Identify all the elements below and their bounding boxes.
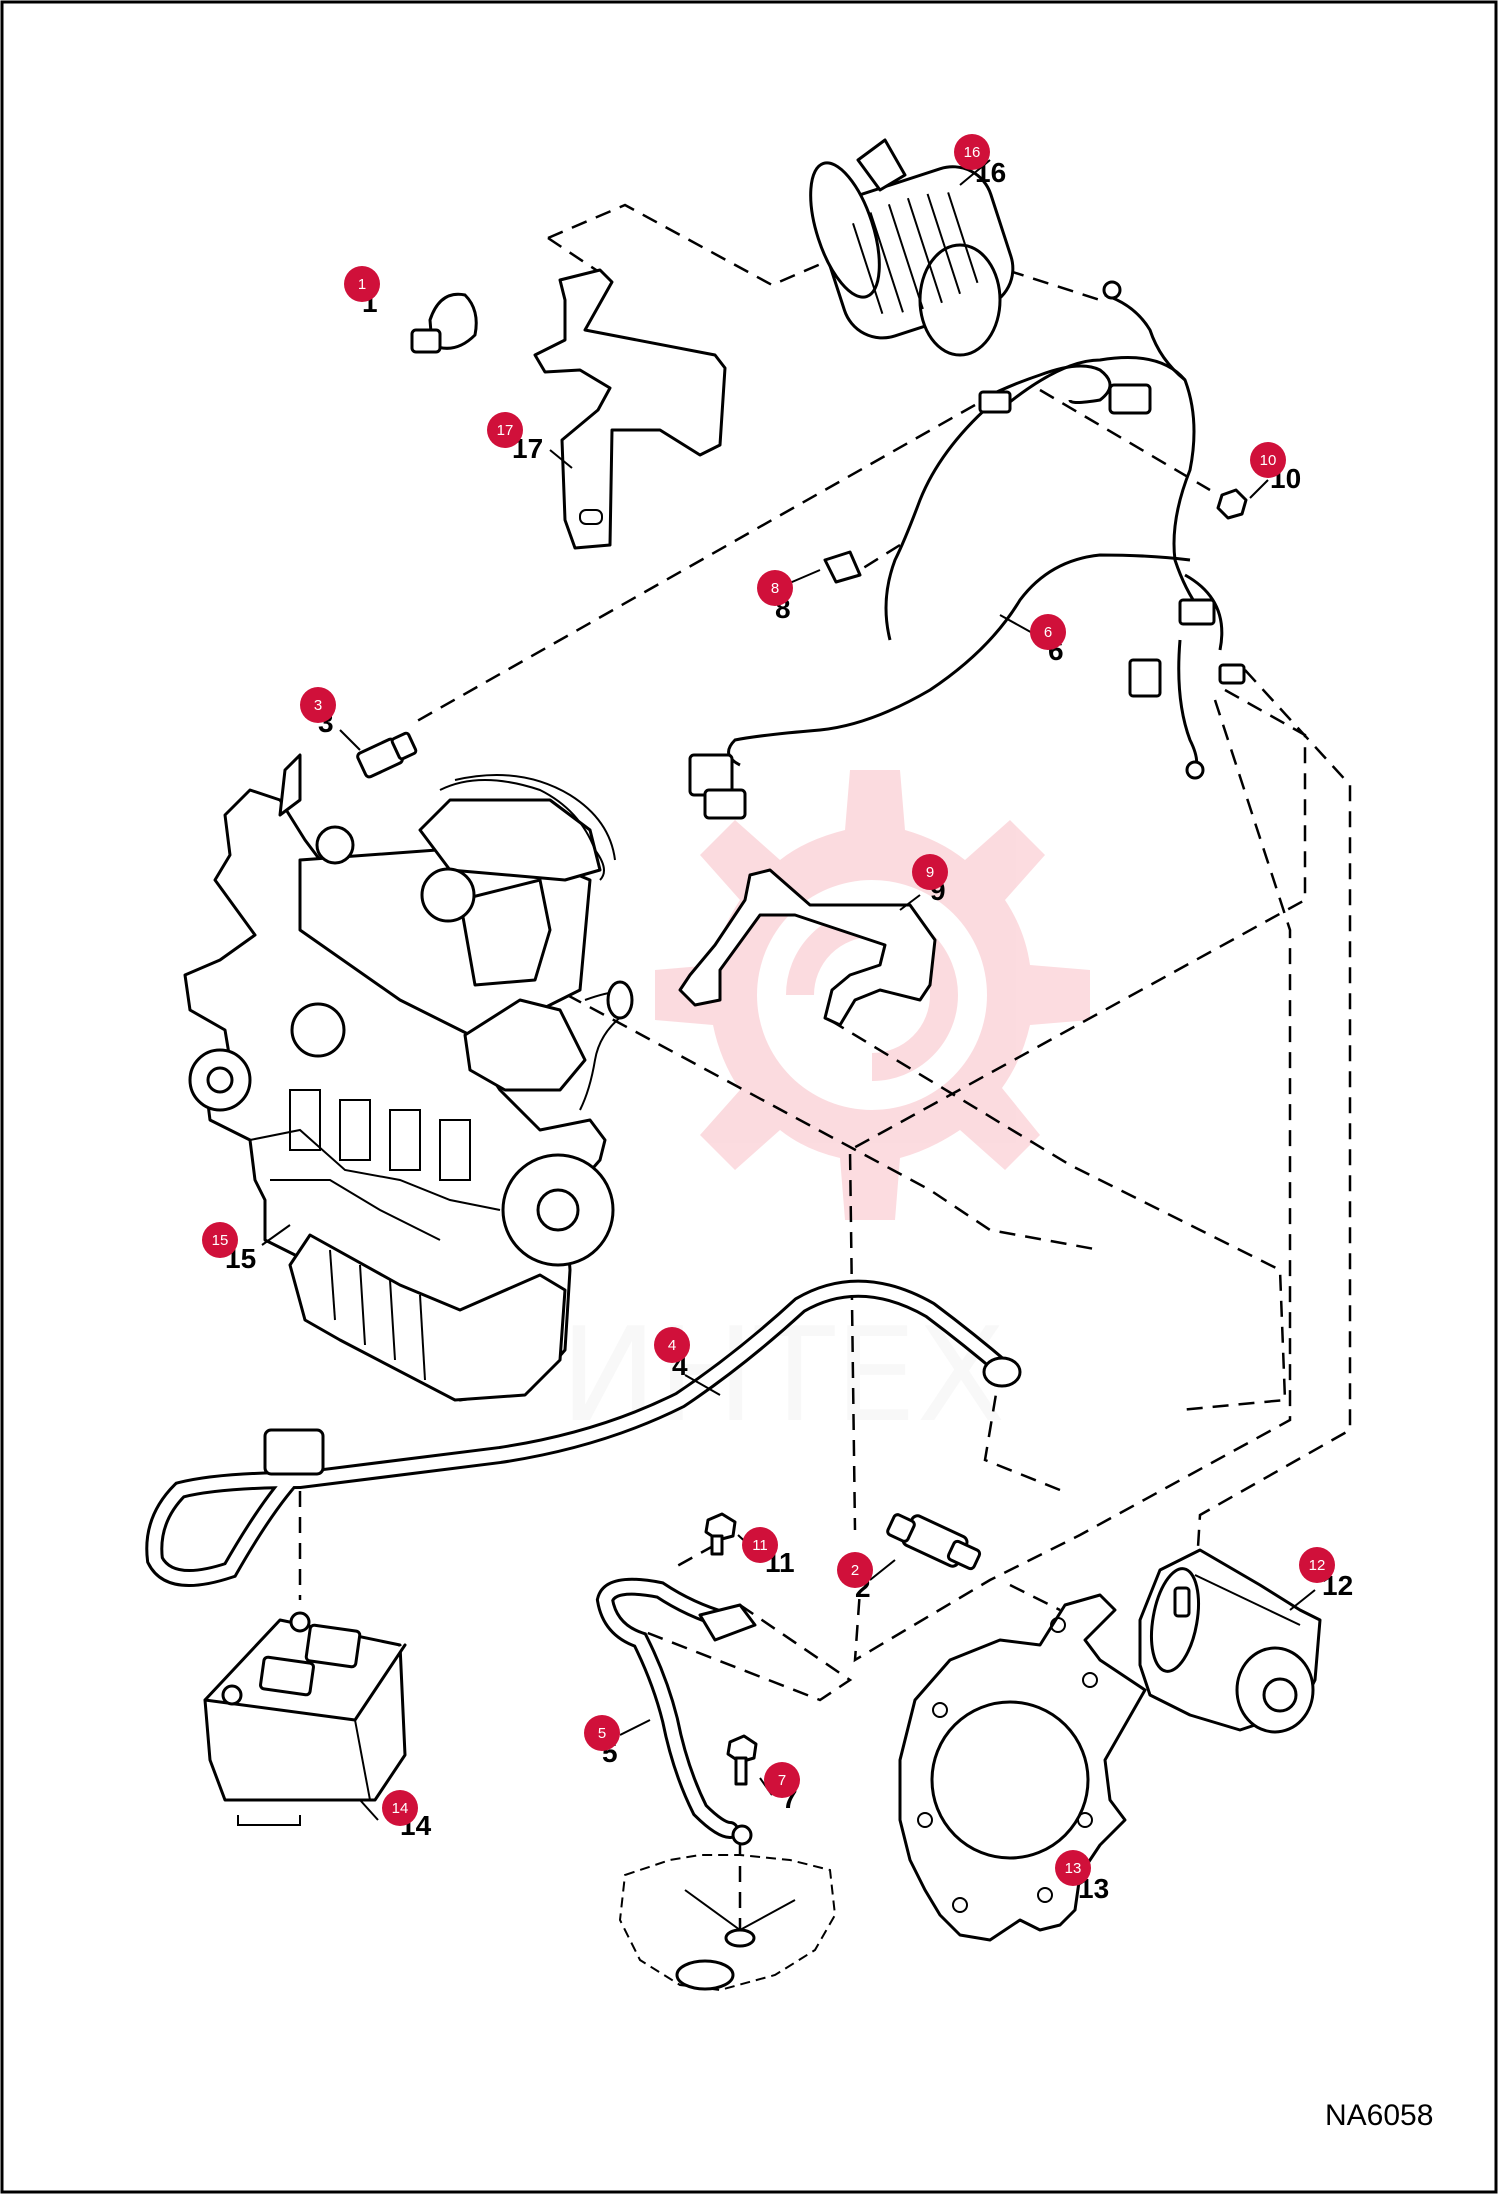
callout-badge: 11 (742, 1527, 778, 1563)
harness-connector (1108, 383, 1152, 415)
ring-terminal (1185, 760, 1205, 780)
callout-badge: 6 (1030, 614, 1066, 650)
callout-1: 1 1 (344, 266, 380, 318)
callout-badge: 7 (764, 1762, 800, 1798)
oil-pressure-sensor (356, 731, 418, 779)
hose-clamp (410, 292, 478, 354)
svg-text:1: 1 (358, 276, 366, 293)
hex-nut (1216, 488, 1248, 520)
svg-text:12: 12 (1309, 1557, 1326, 1574)
callout-badge: 2 (837, 1552, 873, 1588)
starter-motor (1138, 1548, 1322, 1734)
assembly-line (527, 953, 1101, 1252)
wiring-harness (688, 280, 1246, 820)
battery-positive-cable (145, 1279, 1022, 1587)
svg-text:10: 10 (1260, 452, 1277, 469)
callout-15: 15 15 (202, 1222, 256, 1274)
callout-9: 9 9 (912, 854, 948, 906)
assembly-line (639, 1603, 853, 1702)
callout-8: 8 8 (757, 570, 793, 624)
assembly-line (853, 699, 1292, 1663)
assembly-line (1039, 388, 1211, 492)
callout-17: 17 17 (487, 412, 543, 464)
watermark: ИНТЕХ (560, 770, 1090, 1451)
ring-terminal (1102, 280, 1122, 300)
assembly-line (409, 403, 976, 727)
callout-badge: 16 (954, 134, 990, 170)
harness-connector (978, 390, 1012, 414)
harness-connector (1178, 598, 1216, 626)
assembly-line (829, 1018, 1287, 1412)
callout-2: 2 2 (837, 1552, 873, 1603)
callout-badge: 10 (1250, 442, 1286, 478)
callout-badge: 17 (487, 412, 523, 448)
callout-badge: 8 (757, 570, 793, 606)
alternator-bracket (533, 268, 727, 550)
svg-text:5: 5 (598, 1725, 606, 1742)
callout-12: 12 12 (1299, 1547, 1353, 1601)
callout-badge: 3 (300, 687, 336, 723)
assembly-lines (298, 203, 1352, 1940)
svg-text:2: 2 (851, 1562, 859, 1579)
harness-clip (823, 550, 862, 584)
callout-badge: 13 (1055, 1850, 1091, 1886)
callout-4: 4 4 (654, 1327, 690, 1381)
assembly-line (547, 203, 831, 287)
callout-10: 10 10 (1250, 442, 1301, 494)
callout-badge: 14 (382, 1790, 418, 1826)
callout-13: 13 13 (1055, 1850, 1109, 1904)
ground-bolt (726, 1734, 758, 1786)
callout-3: 3 3 (300, 687, 336, 738)
svg-text:15: 15 (212, 1232, 229, 1249)
callout-badge: 4 (654, 1327, 690, 1363)
assembly-line (848, 688, 1307, 1531)
svg-text:4: 4 (668, 1337, 676, 1354)
svg-text:17: 17 (497, 422, 514, 439)
harness-bracket (678, 868, 937, 1027)
assembly-line (669, 1543, 716, 1572)
assembly-line (1009, 1583, 1061, 1612)
frame-mount-point (618, 1854, 837, 1992)
callout-badge: 5 (584, 1715, 620, 1751)
battery (203, 1611, 407, 1826)
svg-text:3: 3 (314, 697, 322, 714)
svg-text:13: 13 (1065, 1860, 1082, 1877)
svg-text:11: 11 (752, 1537, 768, 1554)
bolt (704, 1512, 737, 1556)
callout-5: 5 5 (584, 1715, 620, 1768)
speed-sensor (886, 1513, 982, 1571)
callout-badge: 15 (202, 1222, 238, 1258)
callout-badge: 1 (344, 266, 380, 302)
svg-text:16: 16 (964, 144, 981, 161)
svg-text:14: 14 (392, 1800, 409, 1817)
callout-16: 16 16 (954, 134, 1006, 188)
svg-text:8: 8 (771, 580, 779, 597)
callout-6: 6 6 (1030, 614, 1066, 666)
callout-7: 7 7 (764, 1762, 800, 1814)
alternator (809, 138, 1015, 357)
ring-terminal (982, 1356, 1022, 1388)
svg-text:7: 7 (778, 1772, 786, 1789)
harness-connector (1128, 658, 1162, 698)
assembly-line (983, 1369, 1061, 1492)
callout-14: 14 14 (382, 1790, 432, 1841)
callout-badge: 9 (912, 854, 948, 890)
harness-connector (1218, 663, 1246, 685)
callout-badge: 12 (1299, 1547, 1335, 1583)
harness-connector (703, 788, 747, 820)
svg-text:9: 9 (926, 864, 934, 881)
battery-terminal-boot (263, 1428, 325, 1476)
assembly-line (859, 543, 901, 572)
callout-11: 11 11 (742, 1527, 795, 1578)
diagram-code: NA6058 (1325, 2099, 1433, 2132)
svg-text:6: 6 (1044, 624, 1052, 641)
ground-cable (595, 1577, 757, 1846)
assembly-line (1193, 669, 1352, 1596)
engine-block (183, 753, 634, 1402)
